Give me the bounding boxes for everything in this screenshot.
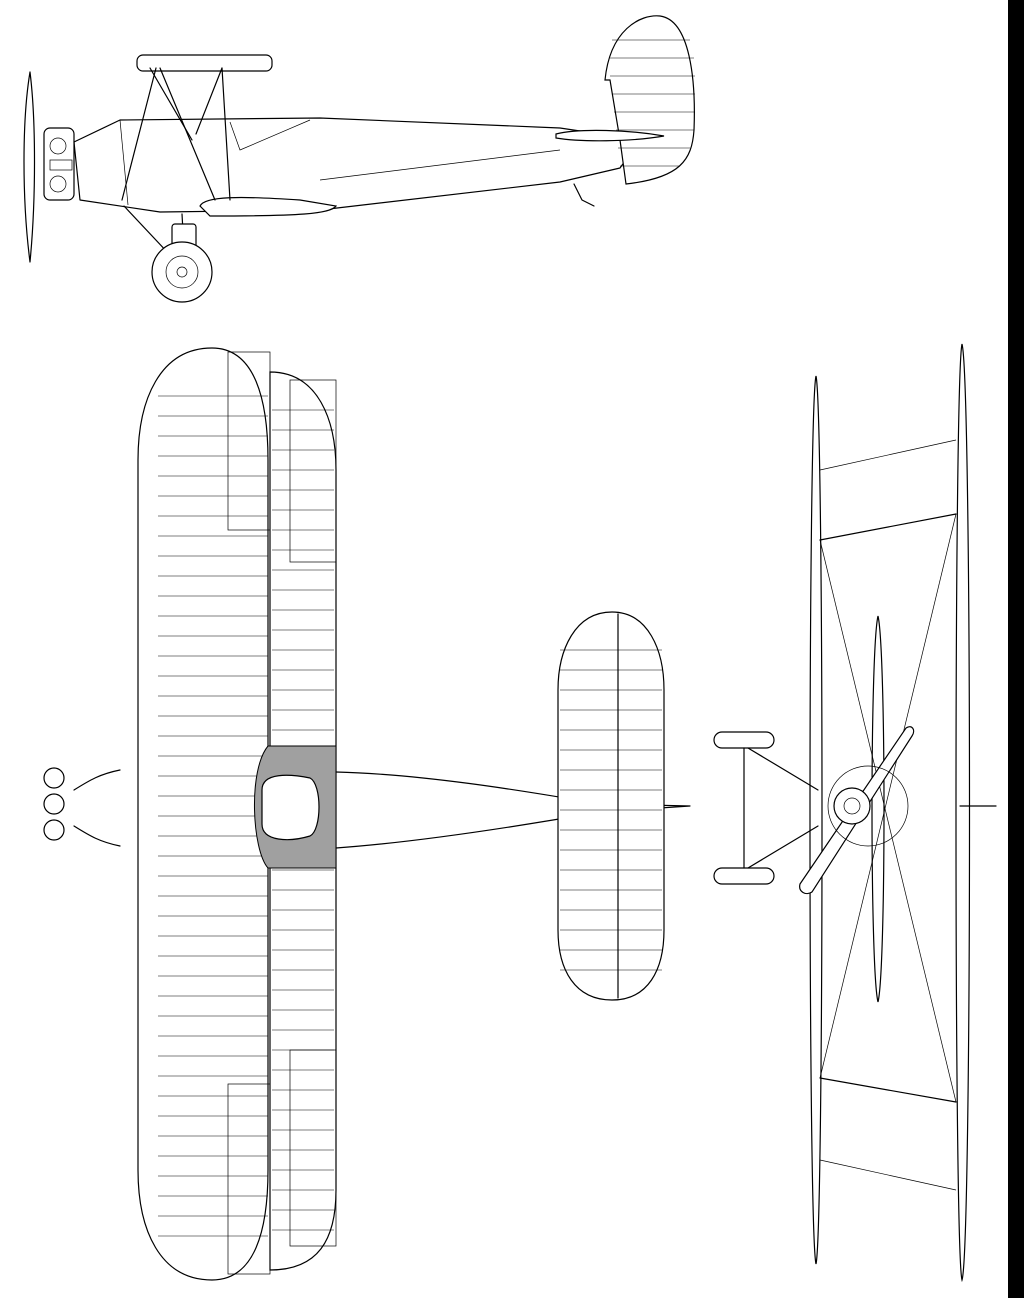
lower-wing xyxy=(199,196,338,217)
interplane-struts xyxy=(121,67,231,201)
edge-bar xyxy=(1008,0,1024,1298)
plan-fuselage xyxy=(335,771,691,849)
engine xyxy=(43,127,75,201)
plan-engine xyxy=(43,767,121,847)
plan-tailplane xyxy=(557,611,665,1001)
tail-skid xyxy=(573,183,595,207)
main-wheel xyxy=(151,241,213,303)
landing-gear xyxy=(123,205,213,303)
cockpit xyxy=(261,774,320,841)
side-view xyxy=(23,15,695,303)
front-lower-wing xyxy=(809,375,823,1265)
propeller xyxy=(23,71,36,263)
front-upper-wing xyxy=(955,343,971,1283)
vertical-tail xyxy=(604,15,695,185)
front-propeller xyxy=(799,726,915,895)
plan-upper-wing xyxy=(137,347,269,1281)
plan-view xyxy=(43,347,691,1281)
upper-wing xyxy=(136,54,273,72)
front-landing-gear xyxy=(713,731,819,885)
fuselage xyxy=(73,117,641,213)
front-view xyxy=(713,343,997,1283)
front-struts xyxy=(819,439,957,1191)
horizontal-tail xyxy=(555,129,665,142)
